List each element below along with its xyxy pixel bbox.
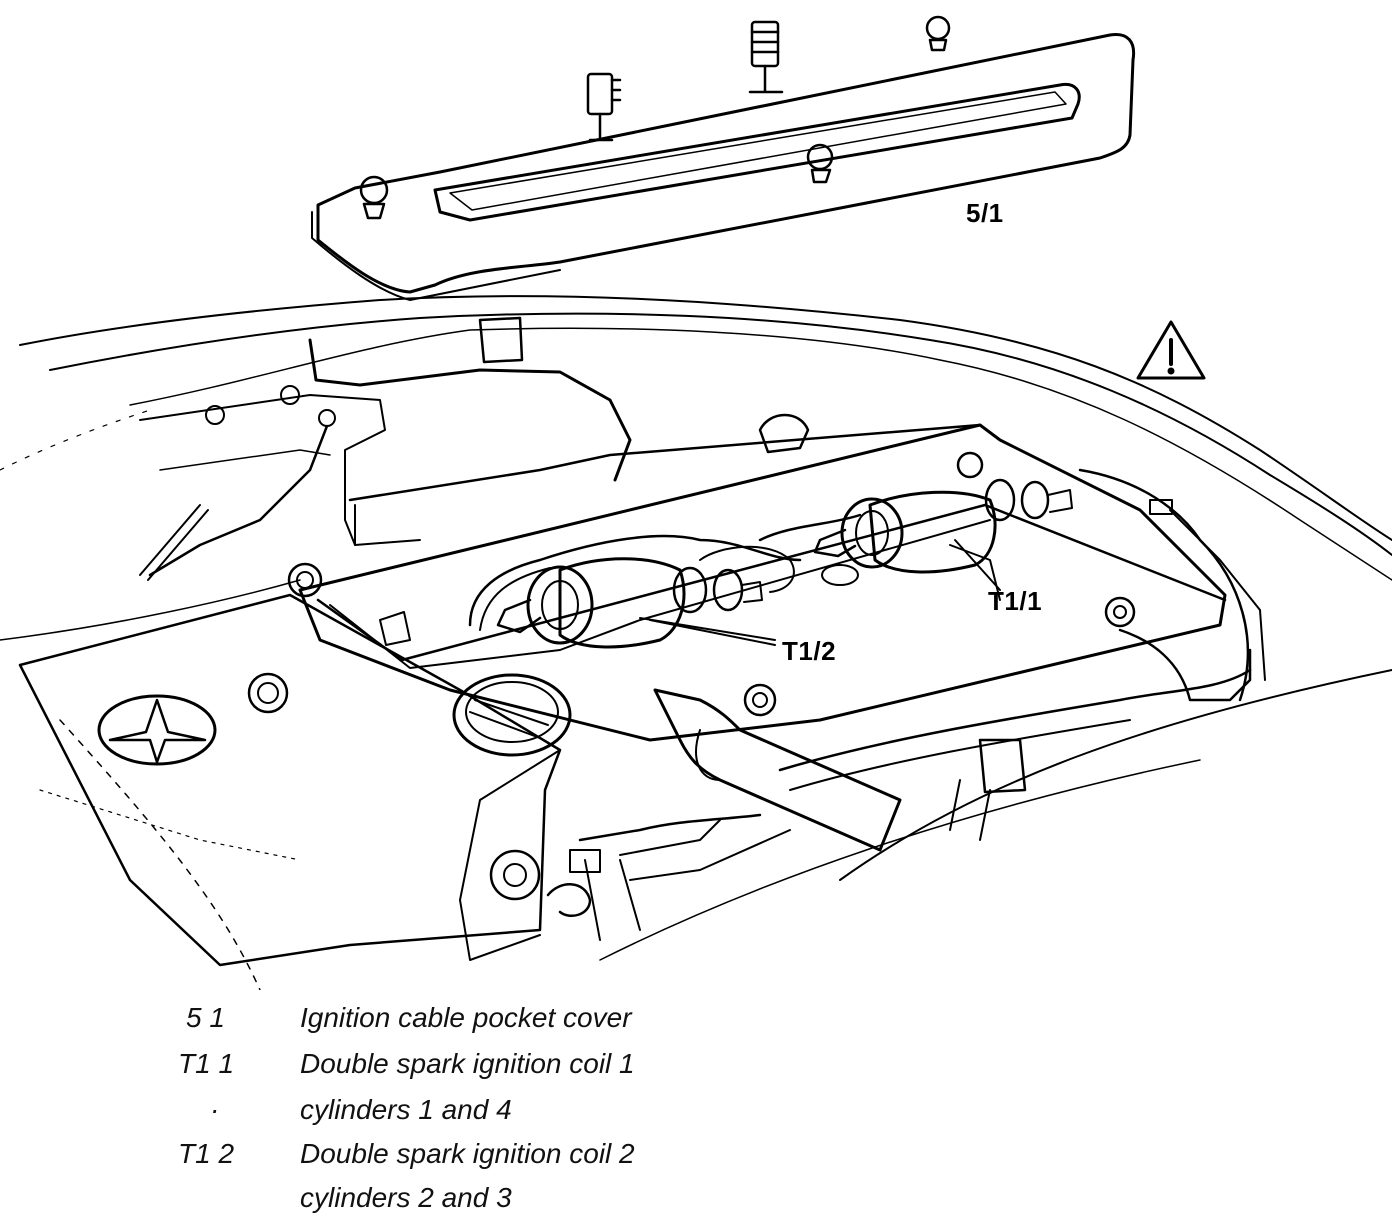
warning-triangle-icon [1136, 320, 1206, 380]
legend-text: Double spark ignition coil 1 [300, 1048, 635, 1079]
legend-code: T1 2 [178, 1138, 235, 1169]
callout-t1-1: T1/1 [988, 586, 1043, 616]
hood-outline [0, 295, 1392, 990]
legend-text: cylinders 1 and 4 [300, 1094, 512, 1125]
ignition-coil-t1-2 [468, 534, 802, 649]
callout-5-1: 5/1 [966, 198, 1004, 228]
legend-text: cylinders 2 and 3 [300, 1182, 512, 1213]
cover-clip-middle [748, 20, 784, 94]
oil-filler-cap [452, 673, 572, 757]
legend-text: Ignition cable pocket cover [300, 1002, 632, 1033]
wiring-harness [546, 468, 1266, 941]
cover-clip-left [586, 72, 622, 142]
callout-t1-2: T1/2 [782, 636, 837, 666]
ignition-cable-pocket-cover [311, 15, 1136, 301]
legend: 5 1 Ignition cable pocket cover T1 1 Dou… [0, 990, 1392, 1224]
three-pointed-star-logo [97, 694, 217, 766]
bulkhead-panel [139, 316, 632, 581]
legend-code: · [210, 1094, 220, 1125]
leader-t1-1 [954, 539, 1001, 591]
legend-text: Double spark ignition coil 2 [300, 1138, 635, 1169]
cover-screw-left [359, 175, 389, 220]
intake-hose [653, 688, 902, 852]
ignition-coil-t1-1 [699, 478, 1073, 601]
cylinder-head [287, 413, 1227, 742]
legend-code: 5 1 [186, 1002, 225, 1033]
engine-cover [18, 593, 562, 967]
legend-code: T1 1 [178, 1048, 235, 1079]
engine-bay-illustration [0, 15, 1392, 990]
cover-screw-right [925, 15, 951, 52]
cover-screw-center [806, 143, 834, 184]
leader-t1-2 [649, 619, 776, 646]
